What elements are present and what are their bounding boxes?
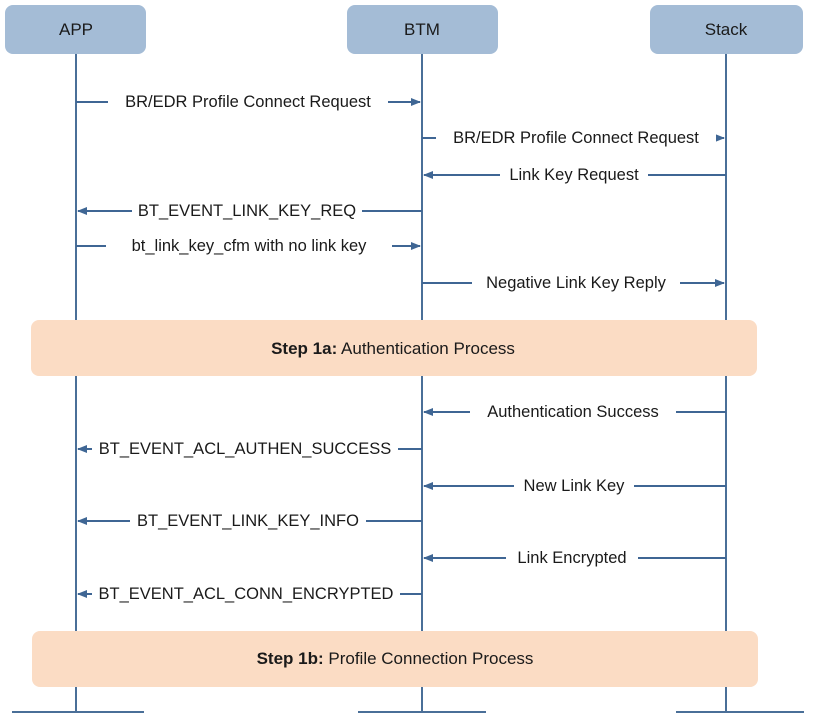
actor-app-label: APP bbox=[59, 20, 93, 39]
step-1b-title: Profile Connection Process bbox=[324, 649, 534, 668]
message-6-label: Negative Link Key Reply bbox=[486, 274, 667, 292]
message-7: Authentication Success bbox=[423, 400, 726, 422]
message-6: Negative Link Key Reply bbox=[422, 271, 725, 293]
message-8-label: BT_EVENT_ACL_AUTHEN_SUCCESS bbox=[99, 440, 392, 458]
message-10-label: BT_EVENT_LINK_KEY_INFO bbox=[137, 512, 359, 530]
message-11: Link Encrypted bbox=[423, 546, 726, 568]
message-10: BT_EVENT_LINK_KEY_INFO bbox=[77, 509, 422, 531]
step-1a-title: Authentication Process bbox=[337, 339, 515, 358]
message-1: BR/EDR Profile Connect Request bbox=[76, 90, 421, 112]
step-1a-label: Step 1a: bbox=[271, 339, 337, 358]
message-9-label: New Link Key bbox=[524, 477, 626, 495]
message-1-label: BR/EDR Profile Connect Request bbox=[125, 93, 371, 111]
step-1b-label: Step 1b: bbox=[257, 649, 324, 668]
actor-stack-label: Stack bbox=[705, 20, 748, 39]
actor-btm: BTM bbox=[347, 5, 498, 54]
message-7-label: Authentication Success bbox=[487, 403, 659, 421]
actor-app: APP bbox=[5, 5, 146, 54]
message-3-label: Link Key Request bbox=[509, 166, 639, 184]
message-11-label: Link Encrypted bbox=[517, 549, 626, 567]
message-8: BT_EVENT_ACL_AUTHEN_SUCCESS bbox=[77, 437, 422, 459]
step-1a-box: Step 1a: Authentication Process bbox=[31, 320, 757, 376]
message-9: New Link Key bbox=[423, 474, 726, 496]
step-1a-text: Step 1a: Authentication Process bbox=[271, 339, 515, 358]
lifelines bbox=[12, 54, 804, 713]
actor-btm-label: BTM bbox=[404, 20, 440, 39]
step-1b-box: Step 1b: Profile Connection Process bbox=[32, 631, 758, 687]
message-4: BT_EVENT_LINK_KEY_REQ bbox=[77, 199, 422, 221]
message-3: Link Key Request bbox=[423, 163, 726, 185]
step-1b-text: Step 1b: Profile Connection Process bbox=[257, 649, 534, 668]
message-2-label: BR/EDR Profile Connect Request bbox=[453, 129, 699, 147]
message-5-label: bt_link_key_cfm with no link key bbox=[132, 237, 368, 255]
message-4-label: BT_EVENT_LINK_KEY_REQ bbox=[138, 202, 356, 220]
message-12-label: BT_EVENT_ACL_CONN_ENCRYPTED bbox=[99, 585, 394, 603]
message-12: BT_EVENT_ACL_CONN_ENCRYPTED bbox=[77, 582, 422, 604]
message-2: BR/EDR Profile Connect Request bbox=[422, 126, 725, 148]
message-5: bt_link_key_cfm with no link key bbox=[76, 234, 421, 256]
actor-stack: Stack bbox=[650, 5, 803, 54]
